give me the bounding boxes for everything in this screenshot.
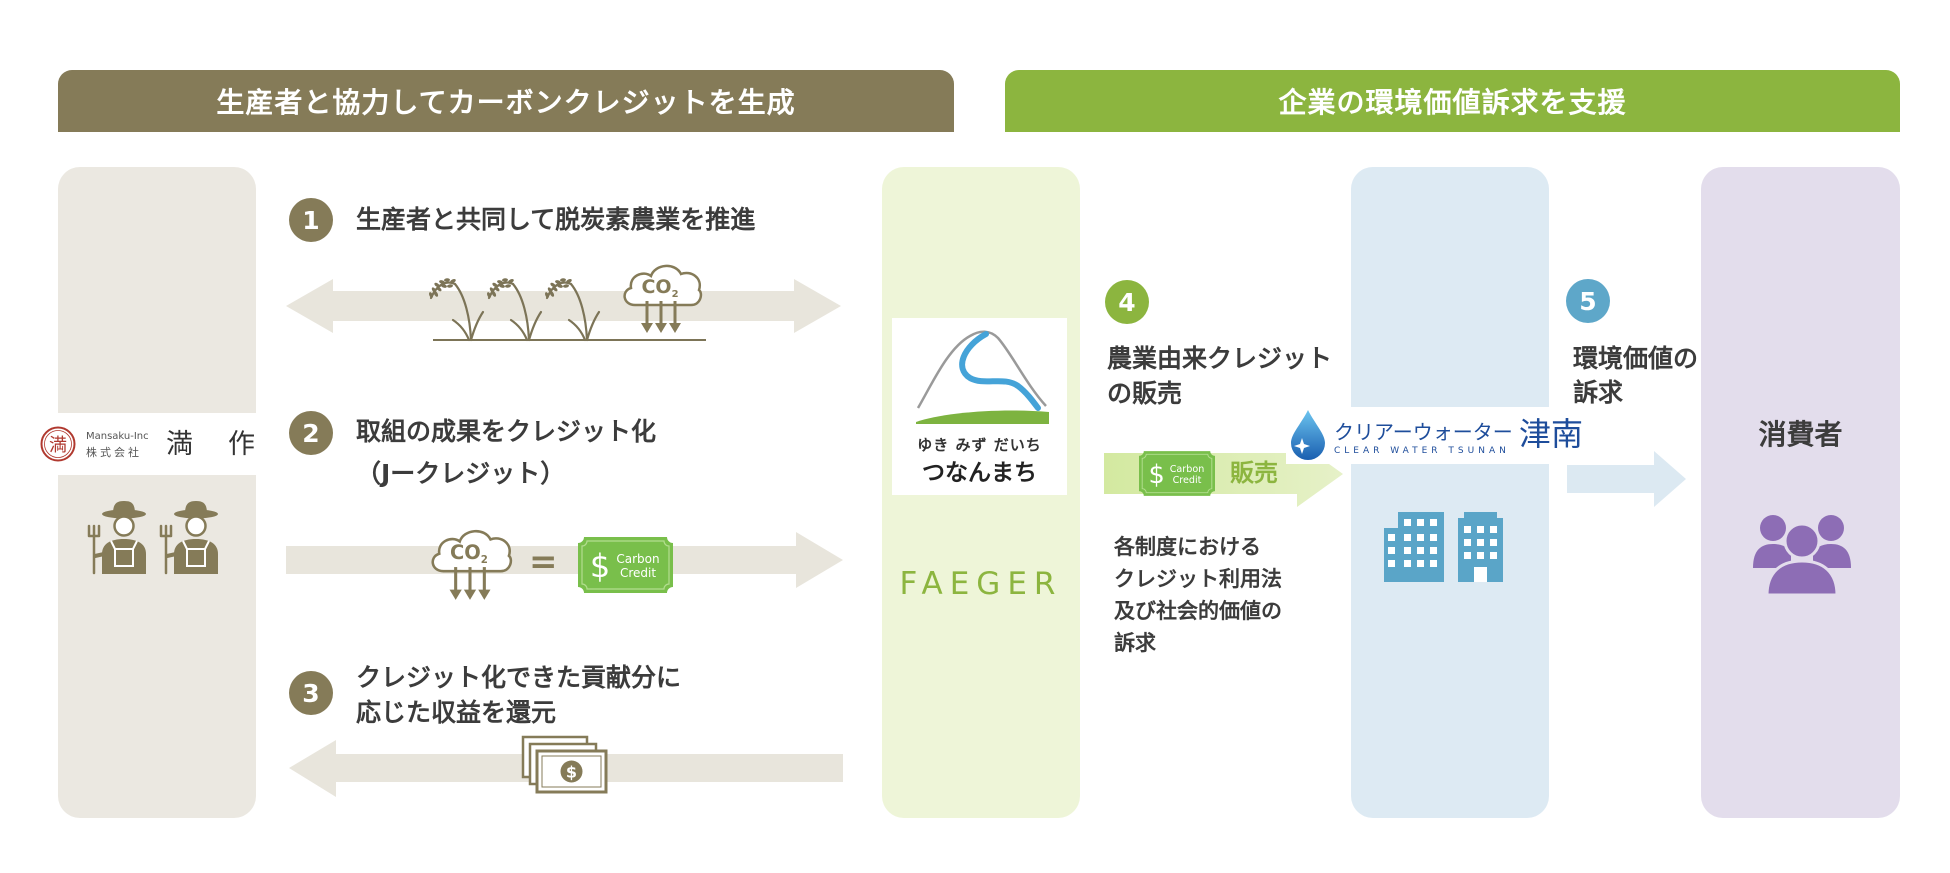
step-4-note-line2: クレジット利用法 <box>1114 567 1282 591</box>
step-4-note-line1: 各制度における <box>1114 535 1261 559</box>
step-2-text-line2: （Jークレジット） <box>356 459 566 488</box>
co2-sub-label: 2 <box>481 555 488 566</box>
svg-text:CO2: CO2 <box>641 276 678 300</box>
credit-line1: Carbon <box>1170 464 1205 475</box>
rice-plants-icon <box>427 276 601 342</box>
faeger-brand: FAEGER <box>899 566 1063 602</box>
step-5-text-line1: 環境価値の <box>1573 344 1699 373</box>
step-4-arrow-label: 販売 <box>1230 459 1278 487</box>
co2-main-label: CO <box>641 276 671 298</box>
step-2-text-line1: 取組の成果をクレジット化 <box>356 417 657 446</box>
step-5-text-line2: 訴求 <box>1573 378 1624 407</box>
tsunanmachi-logo-name: つなんまち <box>922 460 1037 486</box>
rice-plant-icon <box>427 276 485 342</box>
co2-sub-label: 2 <box>672 289 679 300</box>
rice-plant-icon <box>543 276 601 342</box>
carbon-credit-icon: $ Carbon Credit <box>578 537 673 593</box>
step-3-badge: 3 <box>289 671 333 715</box>
credit-line2: Credit <box>1173 475 1202 486</box>
mansaku-logo-char: 満 <box>49 435 67 456</box>
people-group-icon <box>1753 515 1851 597</box>
step-4-badge: 4 <box>1105 280 1149 324</box>
buildings-icon <box>1384 512 1503 582</box>
farmer-icon <box>159 501 218 575</box>
carbon-credit-icon: $ Carbon Credit <box>1139 451 1215 496</box>
credit-line1: Carbon <box>616 552 659 566</box>
mountain-logo-icon <box>916 330 1049 424</box>
credit-line2: Credit <box>620 566 656 580</box>
step-5-badge: 5 <box>1566 279 1610 323</box>
co2-cloud-icon: CO2 <box>623 264 703 333</box>
farmer-icon <box>87 501 146 575</box>
producer-company-en: Mansaku-Inc <box>86 431 149 442</box>
credit-dollar-symbol: $ <box>1148 460 1164 490</box>
company-column <box>1351 167 1549 818</box>
step-4-text-line2: の販売 <box>1107 379 1183 408</box>
company-name-en: CLEAR WATER TSUNAN <box>1334 446 1510 456</box>
company-logo-band <box>1286 407 1586 464</box>
header-left-title: 生産者と協力してカーボンクレジットを生成 <box>58 70 954 132</box>
equals-sign: = <box>529 542 558 582</box>
consumer-column <box>1701 167 1900 818</box>
step-4-note-line3: 及び社会的価値の <box>1114 599 1282 623</box>
rice-plant-icon <box>485 276 543 342</box>
step1-double-arrow <box>286 279 841 333</box>
step-3-text-line2: 応じた収益を還元 <box>356 698 557 727</box>
step-1-text: 生産者と共同して脱炭素農業を推進 <box>356 205 756 234</box>
consumer-label: 消費者 <box>1758 418 1843 451</box>
co2-cloud-icon: CO2 <box>431 529 513 600</box>
money-dollar-symbol: $ <box>566 763 577 782</box>
step-1-badge: 1 <box>289 198 333 242</box>
company-name-kana: クリアーウォーター <box>1334 420 1513 444</box>
producer-company-name: 満 作 <box>166 429 259 460</box>
svg-text:CO2: CO2 <box>450 541 488 566</box>
step-4-note-line4: 訴求 <box>1114 631 1156 655</box>
company-name-kanji: 津南 <box>1519 415 1584 453</box>
water-drop-icon <box>1291 410 1325 460</box>
credit-dollar-symbol: $ <box>590 547 610 585</box>
step5-appeal-arrow <box>1567 451 1686 507</box>
producer-column <box>58 167 256 818</box>
producer-company-type: 株式会社 <box>86 446 142 459</box>
tsunanmachi-logo-sub: ゆき みず だいち <box>917 436 1042 454</box>
step-2-badge: 2 <box>289 411 333 455</box>
money-stack-icon: $ <box>521 735 608 794</box>
co2-main-label: CO <box>450 541 481 564</box>
step2-right-arrow <box>286 532 843 588</box>
step-4-text-line1: 農業由来クレジット <box>1107 344 1333 373</box>
step-3-text-line1: クレジット化できた貢献分に <box>356 663 682 692</box>
header-right-title: 企業の環境価値訴求を支援 <box>1005 70 1900 132</box>
mansaku-logo-mark: 満 <box>40 426 76 462</box>
